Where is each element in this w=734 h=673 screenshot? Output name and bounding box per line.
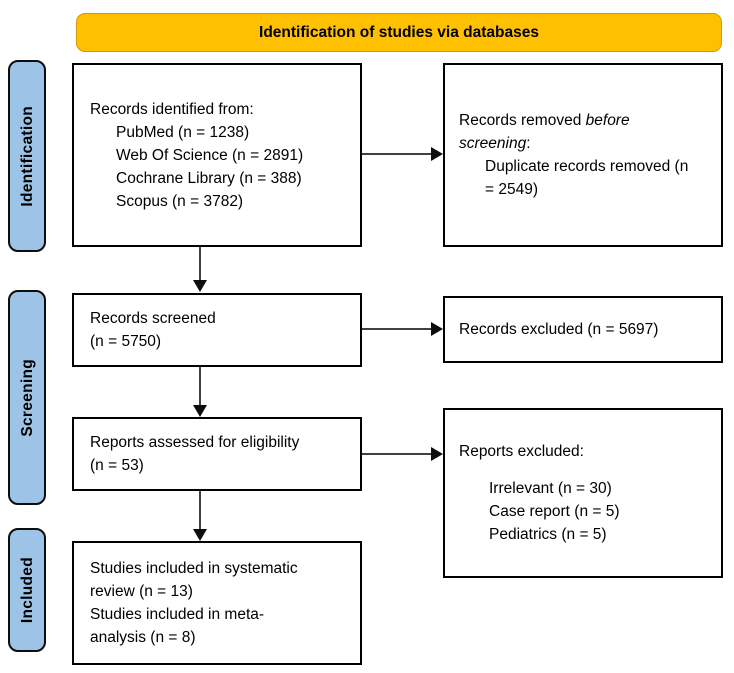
records-removed-title-plain: Records removed xyxy=(459,112,586,129)
studies-included-meta: Studies included in meta-analysis (n = 8… xyxy=(90,606,265,646)
header-title: Identification of studies via databases xyxy=(259,24,539,41)
arrow-line xyxy=(199,247,201,282)
stage-label-identification-text: Identification xyxy=(18,105,36,207)
arrow-line xyxy=(362,453,433,455)
box-studies-included: Studies included in systematic review (n… xyxy=(72,541,362,665)
arrow-screened-to-excluded xyxy=(362,322,443,336)
arrow-down-icon xyxy=(193,529,207,541)
box-records-screened: Records screened (n = 5750) xyxy=(72,293,362,367)
box-records-identified: Records identified from: PubMed (n = 123… xyxy=(72,63,362,247)
records-removed-title-suffix: : xyxy=(526,135,531,152)
arrow-down-icon xyxy=(193,280,207,292)
reports-excluded-title: Reports excluded: xyxy=(459,443,584,460)
header-banner: Identification of studies via databases xyxy=(76,13,722,52)
arrow-right-icon xyxy=(431,322,443,336)
stage-label-identification: Identification xyxy=(8,60,46,252)
stage-label-screening: Screening xyxy=(8,290,46,505)
arrow-identified-to-screened xyxy=(193,247,207,292)
stage-label-included-text: Included xyxy=(18,556,36,624)
arrow-right-icon xyxy=(431,447,443,461)
records-removed-item-duplicates: Duplicate records removed (n = 2549) xyxy=(485,158,689,198)
stage-label-included: Included xyxy=(8,528,46,652)
arrow-line xyxy=(362,153,433,155)
arrow-identified-to-removed xyxy=(362,147,443,161)
records-removed-title-italic: before screening xyxy=(459,112,630,152)
arrow-right-icon xyxy=(431,147,443,161)
records-identified-item-scopus: Scopus (n = 3782) xyxy=(116,192,244,210)
records-identified-item-wos: Web Of Science (n = 2891) xyxy=(116,146,304,164)
stage-label-screening-text: Screening xyxy=(18,358,36,437)
records-screened-line1: Records screened xyxy=(90,310,216,327)
arrow-line xyxy=(199,367,201,407)
box-reports-excluded: Reports excluded: Irrelevant (n = 30) Ca… xyxy=(443,408,723,578)
box-records-removed: Records removed before screening: Duplic… xyxy=(443,63,723,247)
reports-assessed-line2: (n = 53) xyxy=(90,457,144,474)
arrow-screened-to-assessed xyxy=(193,367,207,417)
reports-excluded-item-pediatrics: Pediatrics (n = 5) xyxy=(489,526,607,543)
records-excluded-text: Records excluded (n = 5697) xyxy=(459,321,659,338)
arrow-line xyxy=(199,491,201,531)
box-reports-assessed: Reports assessed for eligibility (n = 53… xyxy=(72,417,362,491)
records-identified-item-cochrane: Cochrane Library (n = 388) xyxy=(116,169,302,187)
reports-assessed-line1: Reports assessed for eligibility xyxy=(90,434,300,451)
box-records-excluded: Records excluded (n = 5697) xyxy=(443,296,723,363)
studies-included-systematic: Studies included in systematic review (n… xyxy=(90,560,298,600)
records-screened-line2: (n = 5750) xyxy=(90,333,162,350)
arrow-down-icon xyxy=(193,405,207,417)
arrow-assessed-to-included xyxy=(193,491,207,541)
records-identified-item-pubmed: PubMed (n = 1238) xyxy=(116,123,250,141)
reports-excluded-item-irrelevant: Irrelevant (n = 30) xyxy=(489,480,612,497)
records-removed-title: Records removed before screening: xyxy=(459,109,684,155)
arrow-line xyxy=(362,328,433,330)
records-identified-title: Records identified from: xyxy=(90,100,254,118)
reports-excluded-item-case-report: Case report (n = 5) xyxy=(489,503,620,520)
arrow-assessed-to-excluded xyxy=(362,447,443,461)
